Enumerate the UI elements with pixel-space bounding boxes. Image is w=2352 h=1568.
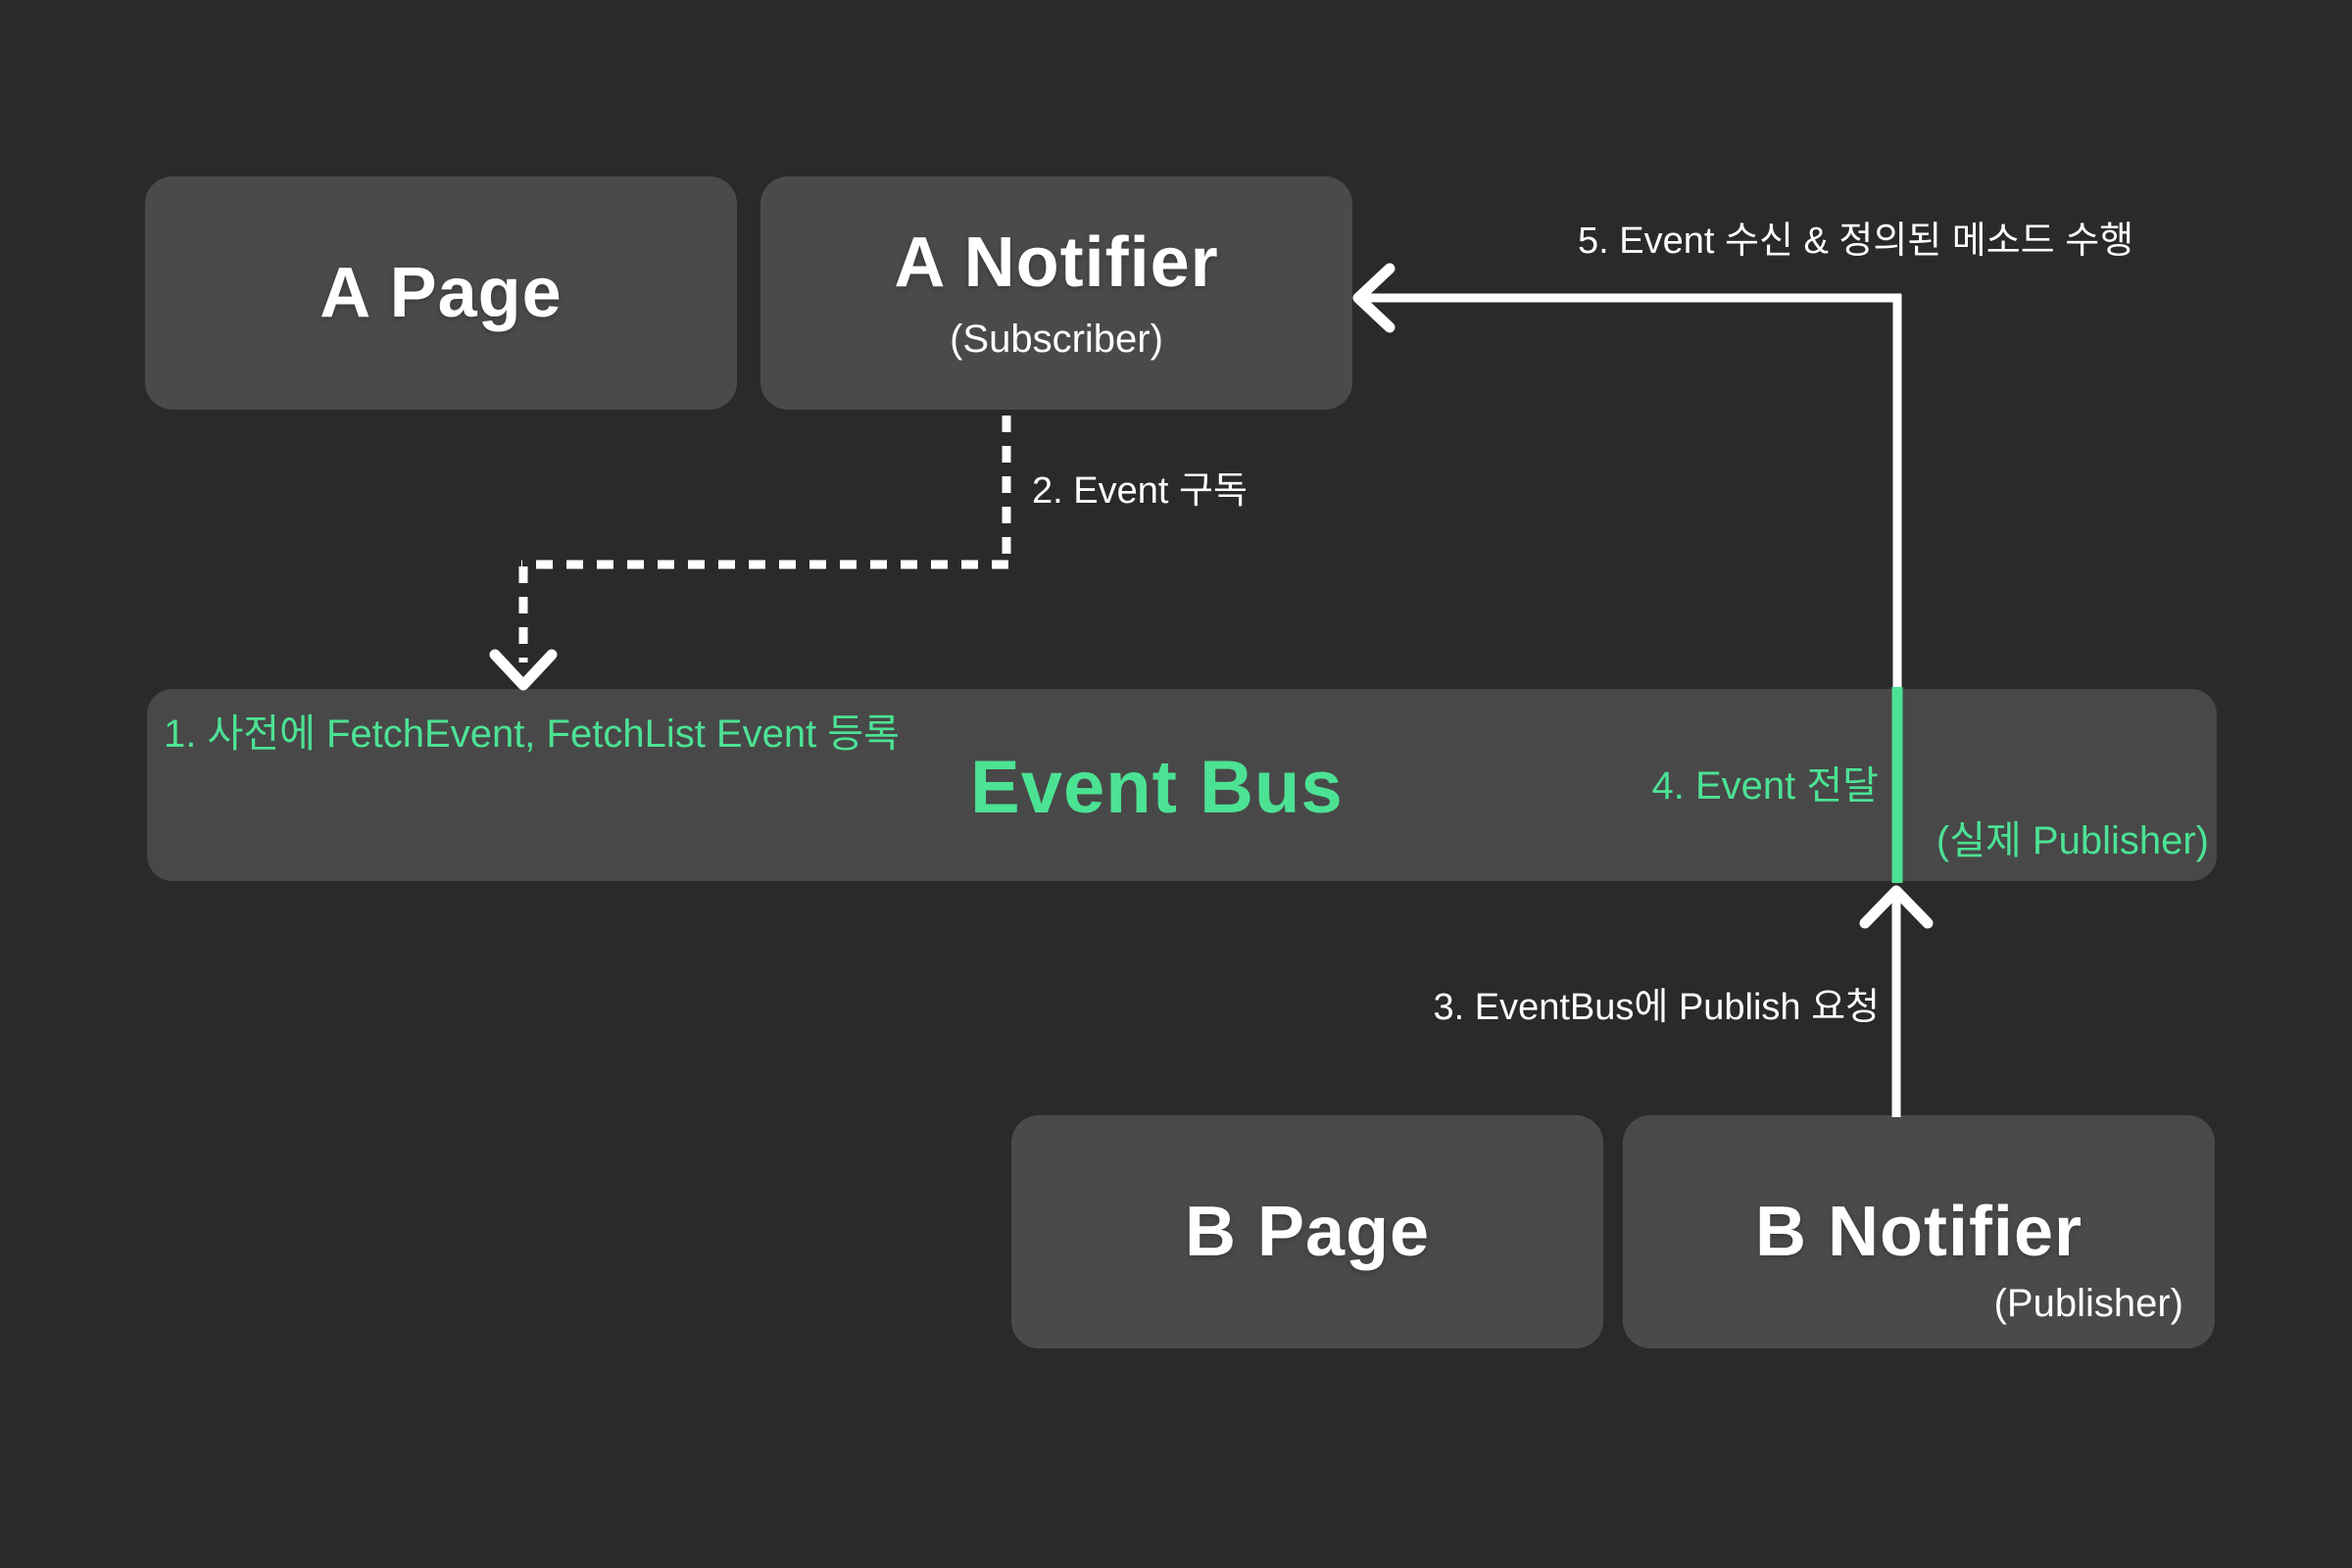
- note-actual-publisher: (실제 Publisher): [1936, 819, 2209, 862]
- b-notifier-subtitle: (Publisher): [1993, 1282, 2183, 1325]
- b-page-box: B Page: [1011, 1115, 1603, 1348]
- note-event-deliver: 4. Event 전달: [1651, 764, 1879, 808]
- event-bus-title: Event Bus: [970, 746, 1344, 829]
- b-notifier-box: B Notifier (Publisher): [1623, 1115, 2215, 1348]
- arrow-event-receive: [1352, 263, 1902, 687]
- a-page-title: A Page: [319, 254, 563, 332]
- b-page-title: B Page: [1184, 1193, 1431, 1271]
- arrowhead-down-icon: [489, 649, 558, 691]
- event-bus-bar: [147, 689, 2217, 881]
- a-notifier-subtitle: (Subscriber): [950, 318, 1163, 361]
- arrowhead-up-icon: [1859, 885, 1934, 929]
- arrowhead-left-icon: [1352, 263, 1396, 333]
- note-register-events: 1. 사전에 FetchEvent, FetchList Event 등록: [164, 712, 900, 756]
- b-notifier-title: B Notifier: [1755, 1193, 2082, 1271]
- a-page-box: A Page: [145, 176, 737, 410]
- step2-label: 2. Event 구독: [1032, 470, 1248, 512]
- a-notifier-box: A Notifier (Subscriber): [760, 176, 1352, 410]
- step5-label: 5. Event 수신 & 정의된 메소드 수행: [1578, 220, 2134, 262]
- dashed-arrow-subscribe: [489, 416, 1011, 691]
- step3-label: 3. EventBus에 Publish 요청: [1433, 987, 1880, 1028]
- a-notifier-title: A Notifier: [894, 223, 1219, 302]
